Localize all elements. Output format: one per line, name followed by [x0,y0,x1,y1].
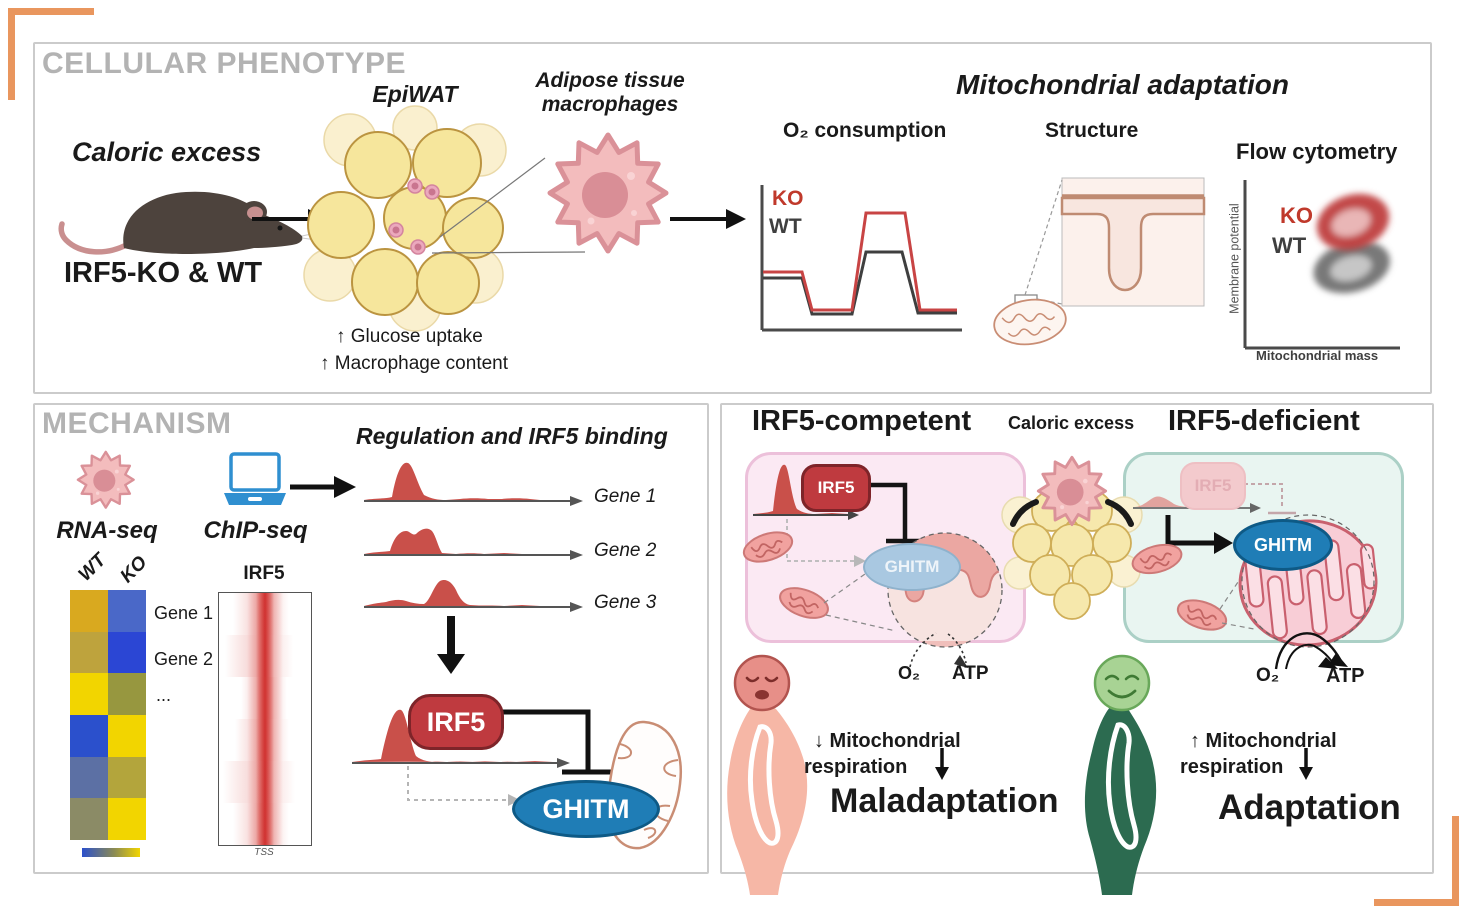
structure-title: Structure [1045,119,1139,142]
chip-track [218,592,312,846]
heatmap-cell [108,756,146,799]
heatmap-row-ellipsis: ... [156,685,172,705]
heatmap-cell [108,590,146,632]
heatmap-cell [70,673,108,715]
down-arrow-icon [1299,748,1313,780]
mitochondrial-adaptation-title: Mitochondrial adaptation [956,69,1289,100]
gene3-track [364,580,583,612]
heatmap-cell [70,715,108,757]
ghitm-ellipse: GHITM [512,780,660,838]
gene1-label: Gene 1 [594,486,657,507]
irf5-pill-label: IRF5 [426,706,486,737]
corner-bracket-top-left-v [8,8,15,100]
o2-consumption-chart [760,185,962,332]
deficient-resp-line1: ↑ Mitochondrial [1190,730,1337,752]
gene2-track [364,528,583,560]
dashed-arrow [407,766,520,806]
irf5-deficient-pill-label: IRF5 [1194,476,1232,495]
irf5-pill: IRF5 [408,694,504,750]
atm-label-line1: Adipose tissue [535,69,685,92]
irf5-peak-track [352,709,570,768]
corner-bracket-bottom-right-v [1452,816,1459,906]
corner-bracket-bottom-right-h [1374,899,1459,906]
heatmap-colorbar [82,848,140,857]
adaptation-label: Adaptation [1218,788,1401,827]
gene2-label: Gene 2 [594,540,657,561]
heatmap-grid [70,590,146,840]
o2-label-deficient: O₂ [1256,665,1280,686]
o2-label-competent: O₂ [898,663,920,683]
competent-resp-line2: respiration [804,756,908,778]
heatmap-row2-label: Gene 2 [154,649,214,669]
atm-label-line2: macrophages [541,93,679,116]
zoom-connector-lines [431,157,586,254]
ghitm-faded-ellipse: GHITM [863,543,961,591]
arrow-right-icon [670,209,746,229]
heatmap-cell [108,673,146,715]
arrow-right-icon [290,476,356,498]
heatmap-cell [108,631,146,674]
macrophage-icon [76,450,135,509]
atp-label-deficient: ATP [1326,665,1365,687]
rnaseq-label: RNA-seq [56,517,158,544]
epiwat-label: EpiWAT [372,81,458,107]
heatmap-cell [70,756,108,799]
flow-ko-label: KO [1280,203,1313,228]
competent-resp-line1: ↓ Mitochondrial [814,730,961,752]
heatmap-row1-label: Gene 1 [154,603,214,623]
down-arrow-icon [437,616,465,674]
irf5-pill-competent: IRF5 [801,464,871,512]
ghitm-ellipse-label: GHITM [542,793,630,824]
heatmap-cell [70,590,108,632]
o2-consumption-title: O₂ consumption [783,119,947,142]
o2-chart-wt-label: WT [769,215,802,238]
gene1-track [364,462,583,506]
chipseq-label: ChIP-seq [203,517,308,544]
atp-label-competent: ATP [952,663,989,684]
caloric-excess-center-label: Caloric excess [1008,413,1135,433]
adipose-tissue-illustration [303,105,507,332]
flow-xlabel: Mitochondrial mass [1256,348,1379,363]
heatmap-cell [70,631,108,674]
macrophage-content-label: ↑ Macrophage content [320,353,509,374]
down-arrow-icon [935,748,949,780]
irf5-competent-pill-label: IRF5 [817,478,855,497]
ghitm-active-ellipse: GHITM [1233,519,1333,571]
flow-wt-label: WT [1272,233,1307,258]
ghitm-faded-label: GHITM [884,557,940,576]
laptop-icon [224,452,286,505]
caloric-excess-label: Caloric excess [72,137,262,167]
irf5-deficient-title: IRF5-deficient [1168,405,1360,437]
flow-cytometry-plot [1243,180,1400,350]
mechanism-panel-title: MECHANISM [42,407,232,440]
chip-track-title: IRF5 [243,563,285,584]
ghitm-active-label: GHITM [1254,534,1312,555]
o2-chart-ko-label: KO [772,187,804,210]
irf5-competent-title: IRF5-competent [752,405,972,437]
flow-cytometry-title: Flow cytometry [1236,139,1398,164]
maladaptation-label: Maladaptation [830,782,1059,820]
corner-bracket-top-left-h [8,8,94,15]
cellular-panel-title: CELLULAR PHENOTYPE [42,47,407,80]
tss-label: TSS [254,847,274,858]
mouse-genotype-label: IRF5-KO & WT [64,257,263,289]
glucose-uptake-label: ↑ Glucose uptake [336,326,483,347]
heatmap-cell [108,798,146,840]
macrophage-illustration [543,128,673,258]
flow-ylabel: Membrane potential [1227,203,1242,314]
heatmap-cell [108,715,146,757]
irf5-pill-deficient-faded: IRF5 [1180,462,1246,510]
gene3-label: Gene 3 [594,592,657,613]
cristae-structure-illustration [993,177,1206,346]
regulation-title: Regulation and IRF5 binding [356,423,668,449]
inhibition-tbar [497,709,614,775]
heatmap-cell [70,798,108,840]
deficient-resp-line2: respiration [1180,756,1284,778]
